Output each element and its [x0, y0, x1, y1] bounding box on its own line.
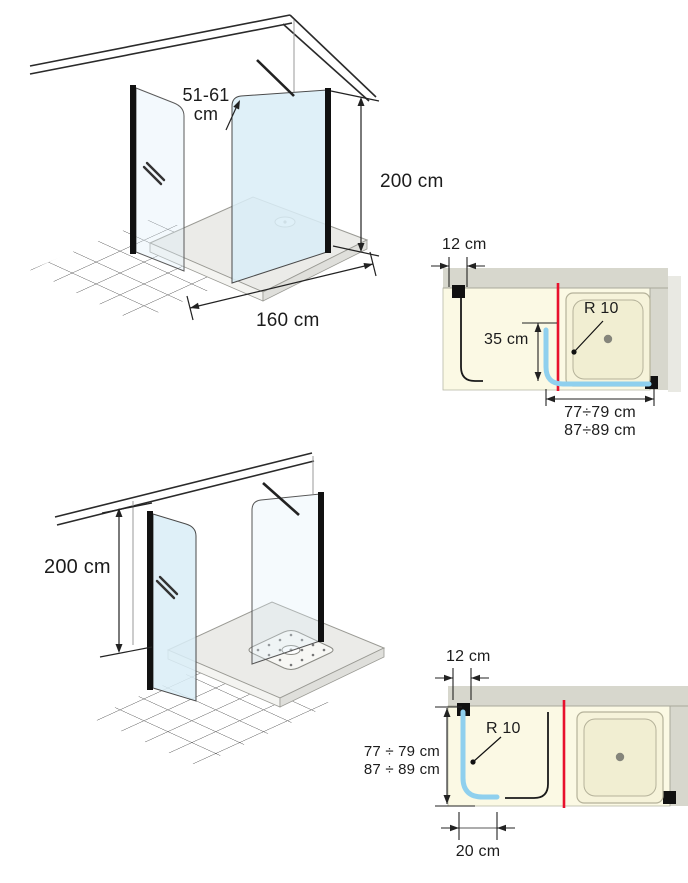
label-height-top: 200 cm [380, 171, 444, 192]
dim-range [545, 389, 655, 406]
left-glass-panel [130, 85, 185, 272]
right-glass-panel [251, 482, 324, 665]
radius-leader [571, 320, 604, 355]
label-gap-width: 51-61 cm [182, 85, 230, 125]
anchor-square [663, 791, 676, 804]
label-range-b-top: 87÷89 cm [564, 422, 636, 439]
dim-range [435, 706, 475, 807]
wall-right [650, 268, 668, 390]
radius-leader [470, 736, 502, 765]
plan-shower-tray [565, 292, 651, 387]
label-height-bottom: 200 cm [44, 556, 111, 578]
shower-arm [256, 59, 295, 97]
drain-dot [615, 752, 625, 762]
dim-offset-12 [435, 668, 489, 700]
shower-tray [166, 601, 386, 708]
wall-edge-lines [29, 14, 377, 102]
wall-top [443, 268, 668, 288]
label-range-b-bottom: 87 ÷ 89 cm [363, 761, 440, 778]
label-radius-top: R 10 [584, 300, 619, 317]
wall-right [670, 686, 688, 806]
dim-height-200 [330, 90, 380, 257]
shower-arm [262, 482, 300, 516]
drain-dot [603, 334, 613, 344]
plan-shower-tray [576, 711, 664, 804]
label-range-a-bottom: 77 ÷ 79 cm [363, 743, 440, 760]
label-depth-35: 35 cm [484, 331, 529, 348]
dim-depth-35 [522, 322, 557, 381]
towel-bar [155, 575, 179, 600]
curtain-alt-path [505, 712, 549, 799]
top-plan-drawing [431, 257, 681, 406]
anchor-square [457, 703, 470, 716]
dim-height-200 [99, 502, 153, 658]
label-return-20: 20 cm [455, 843, 501, 860]
wall-top [448, 686, 688, 706]
curtain-path [543, 327, 652, 387]
dim-width-160 [186, 251, 377, 321]
bottom-iso-drawing [54, 452, 386, 766]
label-width-160: 160 cm [256, 310, 320, 331]
label-offset-12-bottom: 12 cm [446, 648, 491, 665]
label-offset-12-top: 12 cm [442, 236, 487, 253]
curtain-path [460, 709, 500, 800]
curtain-alt-path [460, 296, 483, 382]
towel-bar [142, 161, 166, 186]
wall-edge-lines [54, 452, 315, 526]
label-range-a-top: 77÷79 cm [564, 404, 636, 421]
anchor-square [452, 285, 465, 298]
right-glass-panel [231, 59, 331, 284]
bottom-plan-drawing [435, 668, 688, 840]
leader-gap-width [225, 100, 240, 131]
grate-dots [256, 633, 326, 667]
top-iso-drawing [29, 14, 380, 322]
dim-return-20 [441, 812, 515, 840]
dim-offset-12 [431, 257, 485, 287]
label-radius-bottom: R 10 [486, 720, 521, 737]
left-glass-panel [147, 511, 197, 702]
wall-shadow [668, 276, 681, 392]
